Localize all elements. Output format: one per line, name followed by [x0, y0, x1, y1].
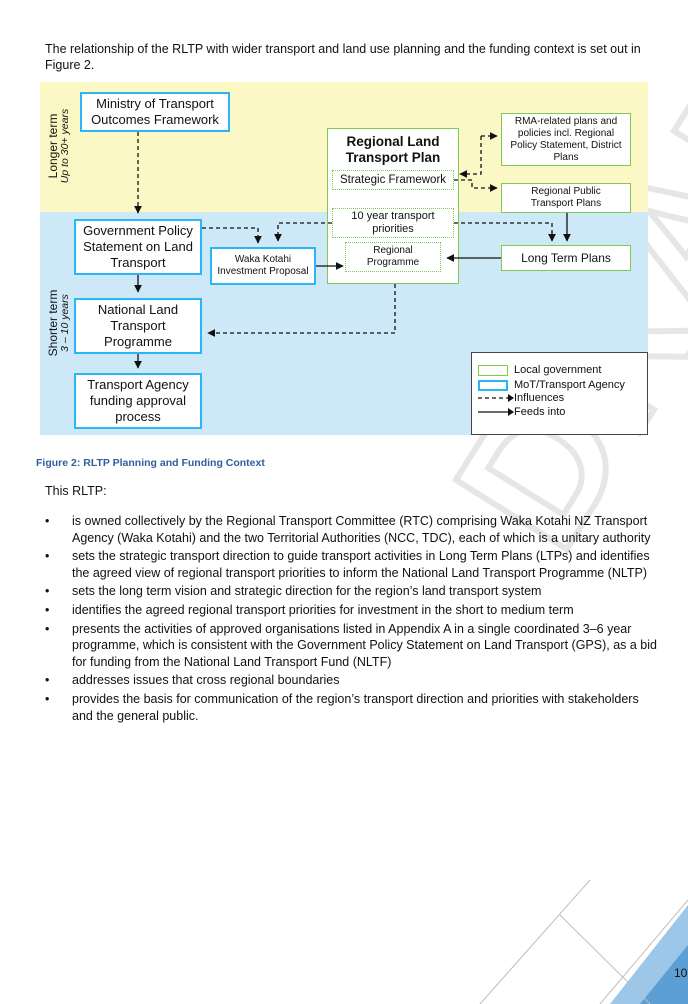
list-item: identifies the agreed regional transport… — [45, 602, 660, 619]
figure-caption: Figure 2: RLTP Planning and Funding Cont… — [36, 457, 265, 469]
rltp-title: Regional Land Transport Plan — [329, 130, 457, 170]
priorities-box: 10 year transport priorities — [332, 208, 454, 238]
shorter-term-label: Shorter term 3 – 10 years — [46, 278, 77, 368]
rptp-label: Regional Public Transport Plans — [530, 186, 602, 209]
rltp-figure: Longer term Up to 30+ years Shorter term… — [40, 82, 648, 435]
ltp-box: Long Term Plans — [501, 245, 631, 271]
ltp-label: Long Term Plans — [521, 251, 611, 265]
waka-kotahi-label: Waka Kotahi Investment Proposal — [217, 254, 309, 277]
list-item: addresses issues that cross regional bou… — [45, 672, 660, 689]
shorter-term-sub: 3 – 10 years — [59, 294, 71, 352]
longer-term-title: Longer term — [46, 113, 60, 179]
list-item: provides the basis for communication of … — [45, 691, 660, 724]
funding-approval-label: Transport Agency funding approval proces… — [87, 377, 189, 424]
ministry-outcomes-label: Ministry of Transport Outcomes Framework — [91, 96, 219, 127]
gps-label: Government Policy Statement on Land Tran… — [83, 223, 193, 270]
regional-programme-label: Regional Programme — [366, 245, 420, 268]
figure-legend: Local government MoT/Transport Agency In… — [471, 352, 648, 435]
gps-box: Government Policy Statement on Land Tran… — [74, 219, 202, 275]
legend-label: Influences — [514, 392, 565, 404]
legend-item-influences: Influences — [478, 391, 564, 405]
rptp-box: Regional Public Transport Plans — [501, 183, 631, 213]
legend-item-mot: MoT/Transport Agency — [478, 378, 625, 392]
rltp-bullet-list: is owned collectively by the Regional Tr… — [45, 513, 660, 726]
solid-arrow-icon — [478, 408, 514, 416]
list-item: presents the activities of approved orga… — [45, 621, 660, 671]
regional-programme-box: Regional Programme — [345, 242, 441, 272]
dashed-arrow-icon — [478, 394, 514, 402]
list-item: sets the strategic transport direction t… — [45, 548, 660, 581]
rma-plans-box: RMA-related plans and policies incl. Reg… — [501, 113, 631, 166]
ministry-outcomes-box: Ministry of Transport Outcomes Framework — [80, 92, 230, 132]
rma-plans-label: RMA-related plans and policies incl. Reg… — [510, 115, 622, 163]
intro-paragraph: The relationship of the RLTP with wider … — [45, 41, 641, 72]
legend-label: Feeds into — [514, 406, 566, 418]
longer-term-label: Longer term Up to 30+ years — [46, 104, 77, 188]
legend-label: MoT/Transport Agency — [514, 379, 625, 391]
legend-label: Local government — [514, 364, 602, 376]
strategic-framework-box: Strategic Framework — [332, 170, 454, 190]
legend-swatch-blue — [478, 379, 508, 391]
priorities-label: 10 year transport priorities — [351, 210, 435, 235]
funding-approval-box: Transport Agency funding approval proces… — [74, 373, 202, 429]
nltp-label: National Land Transport Programme — [97, 302, 179, 349]
lead-text: This RLTP: — [45, 484, 107, 498]
shorter-term-title: Shorter term — [46, 289, 60, 357]
waka-kotahi-box: Waka Kotahi Investment Proposal — [210, 247, 316, 285]
legend-item-feeds-into: Feeds into — [478, 405, 565, 419]
nltp-box: National Land Transport Programme — [74, 298, 202, 354]
rltp-title-text: Regional Land Transport Plan — [345, 134, 441, 165]
legend-swatch-green — [478, 364, 508, 376]
longer-term-sub: Up to 30+ years — [59, 108, 71, 184]
list-item: sets the long term vision and strategic … — [45, 583, 660, 600]
legend-item-local-government: Local government — [478, 363, 601, 377]
strategic-framework-label: Strategic Framework — [339, 174, 447, 186]
page-number: 10 — [674, 966, 688, 980]
list-item: is owned collectively by the Regional Tr… — [45, 513, 660, 546]
